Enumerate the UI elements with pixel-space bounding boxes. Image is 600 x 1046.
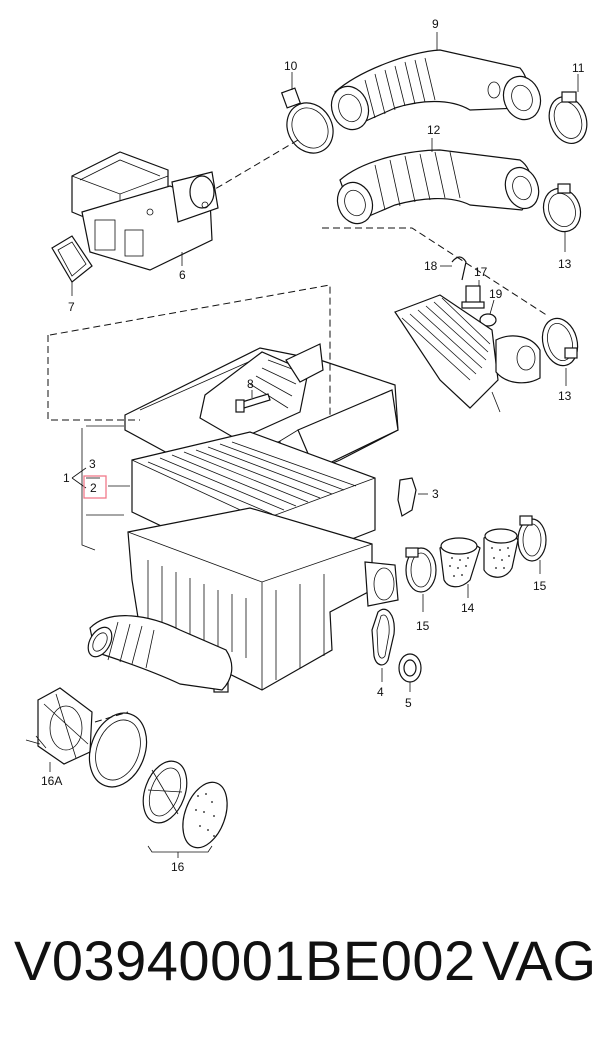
callout-3-assembly: 3 <box>89 457 96 471</box>
clip-18 <box>440 256 467 281</box>
hose-clamp-13-lower <box>541 317 579 386</box>
intake-connector <box>394 294 541 413</box>
exploded-parts-diagram: 9 10 11 12 13 <box>25 17 588 874</box>
callout-19: 19 <box>489 287 503 301</box>
callout-7: 7 <box>68 300 75 314</box>
callout-18: 18 <box>424 259 438 273</box>
hose-clamp-13-upper <box>542 183 582 252</box>
part-number: V03940001BE002 <box>14 929 476 992</box>
callout-10: 10 <box>284 59 298 73</box>
callout-14: 14 <box>461 601 475 615</box>
callout-16: 16 <box>171 860 185 874</box>
callout-13-upper: 13 <box>558 257 572 271</box>
assembly-line <box>322 227 549 317</box>
callout-5: 5 <box>405 696 412 710</box>
callout-2-highlight <box>83 475 107 499</box>
callout-9: 9 <box>432 17 439 31</box>
hose-clamp-15-right <box>517 515 547 574</box>
part-caption: V03940001BE002 VAG <box>0 928 600 1008</box>
hose-clamp-10 <box>280 72 334 154</box>
callout-1: 1 <box>63 471 70 485</box>
bolt-8 <box>235 390 271 413</box>
assembly-line <box>204 139 299 196</box>
callout-16a: 16A <box>41 774 62 788</box>
seal-ring-4 <box>371 608 395 682</box>
callout-2: 2 <box>90 481 97 495</box>
hose-clamp-11 <box>548 74 588 144</box>
clip-3 <box>397 477 428 517</box>
callout-17: 17 <box>474 265 488 279</box>
callout-3: 3 <box>432 487 439 501</box>
callout-4: 4 <box>377 685 384 699</box>
filter-assembly-16 <box>88 711 228 858</box>
callout-6: 6 <box>179 268 186 282</box>
air-mass-meter <box>71 151 219 271</box>
callout-15-right: 15 <box>533 579 547 593</box>
rubber-hose-14 <box>439 528 519 598</box>
intake-hose-upper <box>330 32 542 131</box>
air-outlet-duct <box>87 615 233 691</box>
housing-part-16a <box>25 687 93 772</box>
brand-label: VAG <box>482 929 597 992</box>
intake-hose-lower <box>336 138 540 225</box>
callout-11: 11 <box>572 61 585 75</box>
callout-15-left: 15 <box>416 619 430 633</box>
assembly-line <box>47 284 331 421</box>
gasket-7 <box>51 235 93 296</box>
callout-bracket-1 <box>71 425 130 551</box>
valve-17 <box>461 280 485 309</box>
callout-12: 12 <box>427 123 441 137</box>
grommet-5 <box>398 653 422 692</box>
hose-clamp-15-left <box>405 547 437 612</box>
callout-8: 8 <box>247 377 254 391</box>
callout-13-lower: 13 <box>558 389 572 403</box>
seal-19 <box>479 299 497 327</box>
